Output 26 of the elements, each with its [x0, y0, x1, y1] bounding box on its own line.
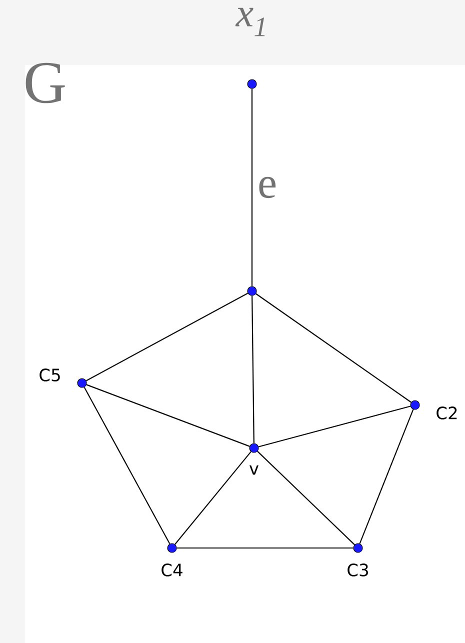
- graph-edge: [359, 409, 414, 544]
- graph-edge: [86, 292, 248, 382]
- vertex-label: C3: [348, 564, 368, 576]
- vertex-label: C5: [40, 368, 60, 382]
- vertex-dot: [247, 79, 257, 89]
- vertex-label: x$_{1}$: [235, 8, 265, 36]
- graph-name: G: [26, 62, 65, 104]
- edge-label: e: [259, 176, 276, 198]
- vertex-dot: [247, 286, 257, 296]
- graph-edge: [86, 384, 250, 447]
- vertex-dot: [77, 378, 87, 388]
- graph-edge: [252, 296, 254, 444]
- graph-edge: [84, 386, 170, 544]
- graph-edge: [251, 88, 253, 286]
- vertex-dot: [410, 400, 420, 410]
- graph-edge: [174, 451, 252, 545]
- graph-edge: [176, 547, 354, 549]
- graph-edge: [256, 293, 412, 403]
- graph-edge: [258, 406, 410, 448]
- graph-edge: [257, 450, 355, 546]
- vertex-label: C2: [436, 406, 457, 420]
- vertex-label: v: [249, 465, 259, 475]
- vertex-dot: [353, 543, 363, 553]
- vertex-label: C4: [162, 564, 182, 576]
- vertex-dot: [249, 443, 259, 453]
- vertex-dot: [167, 543, 177, 553]
